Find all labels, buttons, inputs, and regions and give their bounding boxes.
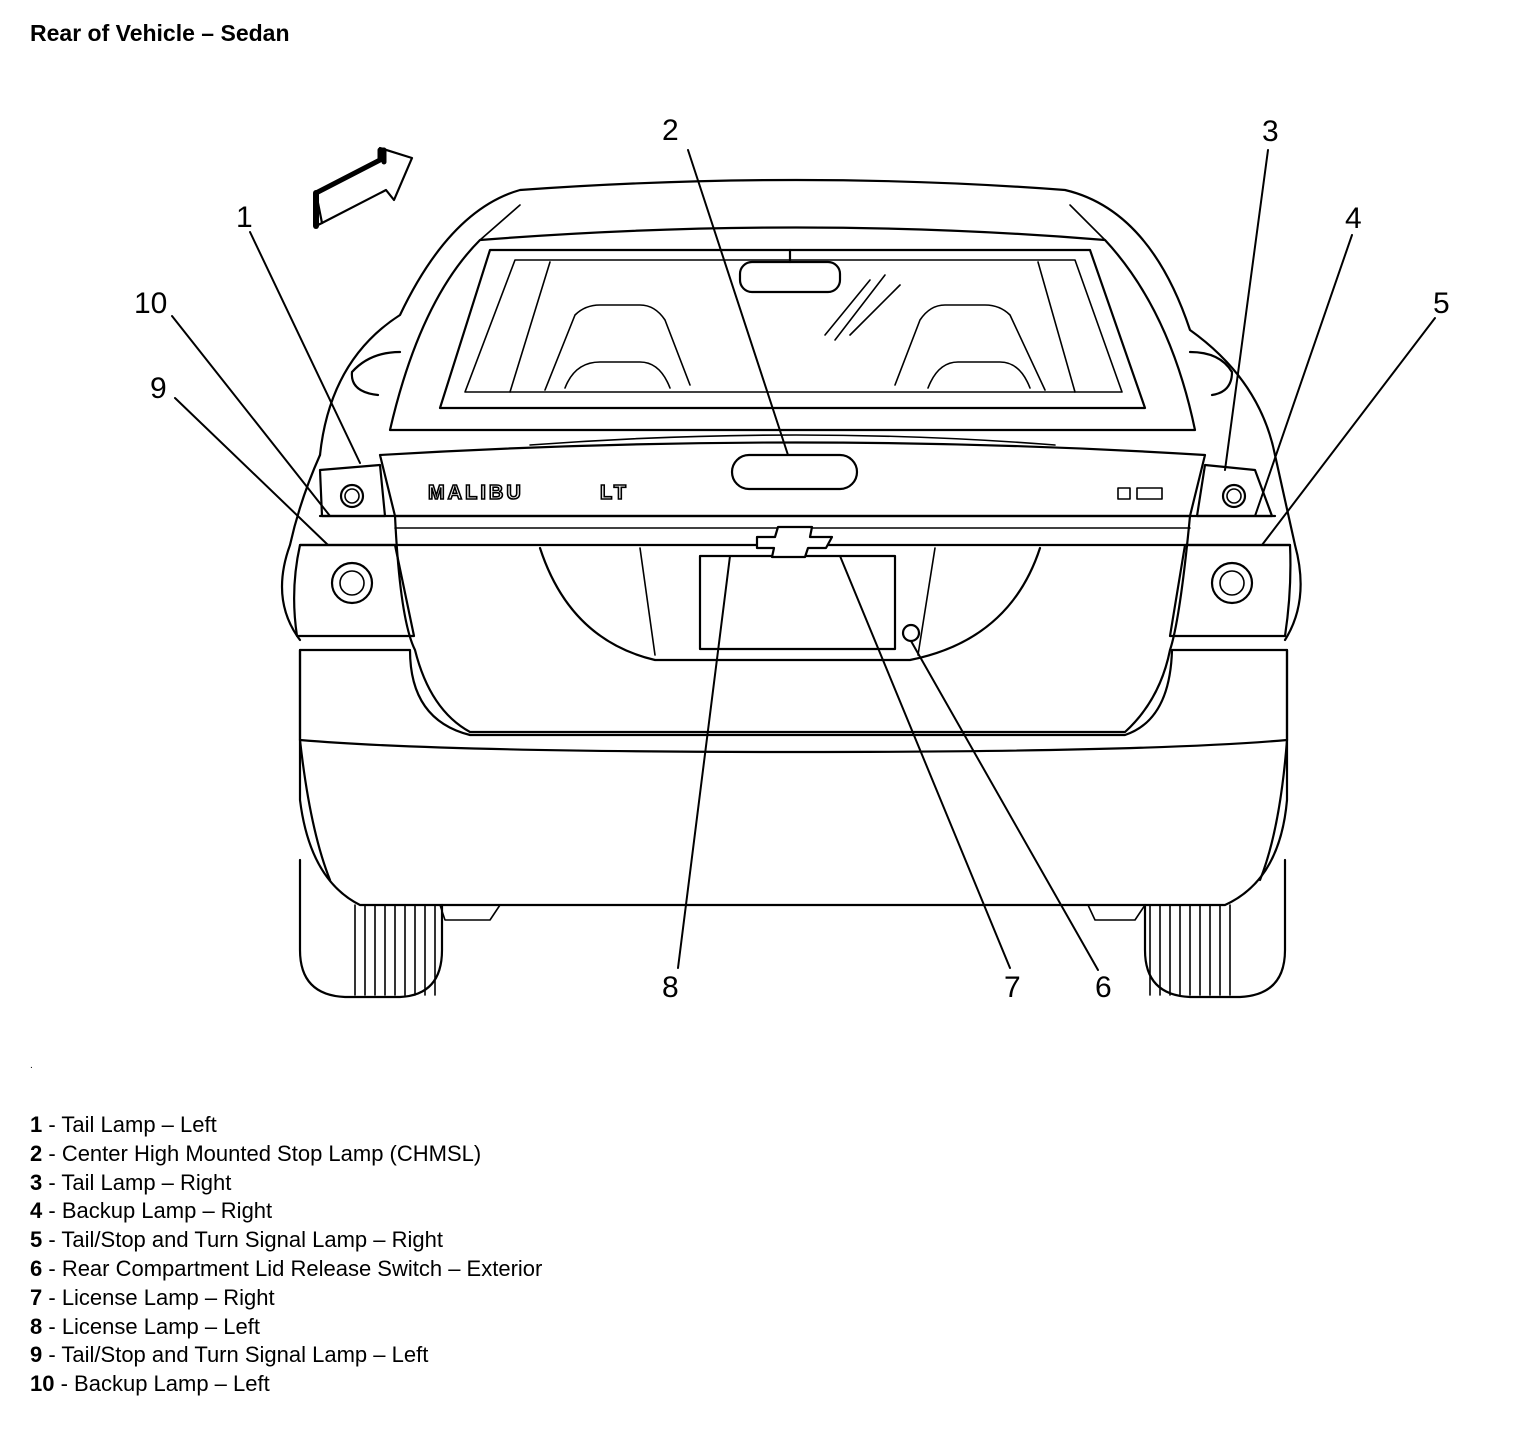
callout-5: 5 [1433, 287, 1450, 320]
legend-item: 5 - Tail/Stop and Turn Signal Lamp – Rig… [30, 1227, 443, 1253]
stray-mark: . [30, 1060, 33, 1071]
leader-3 [1224, 149, 1269, 471]
callout-4: 4 [1345, 202, 1362, 235]
callout-leaders [171, 149, 1436, 971]
leader-2 [687, 149, 789, 456]
trim-badge: LT [600, 482, 629, 504]
legend-item: 4 - Backup Lamp – Right [30, 1198, 273, 1224]
legend-item: 7 - License Lamp – Right [30, 1284, 275, 1310]
callout-6: 6 [1095, 971, 1112, 1004]
legend-item: 10 - Backup Lamp – Left [30, 1371, 270, 1397]
callout-9: 9 [150, 372, 167, 405]
callout-legend: 1 - Tail Lamp – Left 2 - Center High Mou… [30, 1111, 542, 1399]
leader-5 [1261, 317, 1436, 546]
leader-8 [677, 555, 731, 969]
legend-item: 9 - Tail/Stop and Turn Signal Lamp – Lef… [30, 1342, 429, 1368]
callout-1: 1 [236, 201, 253, 234]
leader-9 [174, 397, 329, 546]
leader-1 [249, 231, 361, 464]
right-tire [1143, 858, 1287, 999]
chevrolet-bowtie-icon [755, 525, 834, 559]
legend-item: 6 - Rear Compartment Lid Release Switch … [30, 1255, 543, 1281]
leader-6 [910, 640, 1099, 971]
legend-item: 3 - Tail Lamp – Right [30, 1169, 232, 1195]
forward-direction-arrow-icon [313, 146, 414, 229]
callout-2: 2 [662, 114, 679, 147]
leader-4 [1254, 234, 1353, 517]
model-badge: MALIBU [428, 482, 524, 504]
left-tire [298, 858, 444, 999]
license-plate-area [698, 554, 897, 651]
legend-item: 1 - Tail Lamp – Left [30, 1112, 217, 1137]
callout-8: 8 [662, 971, 679, 1004]
sedan-rear-diagram: MALIBU LT 1 2 3 4 5 6 7 8 9 10 [134, 114, 1450, 1004]
leader-7 [839, 555, 1011, 969]
leader-10 [171, 315, 331, 517]
callout-10: 10 [134, 287, 167, 320]
vehicle-body [280, 178, 1302, 921]
callout-7: 7 [1004, 971, 1021, 1004]
callout-3: 3 [1262, 115, 1279, 148]
diagram-title: Rear of Vehicle – Sedan [30, 20, 290, 46]
legend-item: 2 - Center High Mounted Stop Lamp (CHMSL… [30, 1140, 482, 1166]
legend-item: 8 - License Lamp – Left [30, 1313, 260, 1339]
trunk-release-switch-icon [901, 623, 921, 643]
